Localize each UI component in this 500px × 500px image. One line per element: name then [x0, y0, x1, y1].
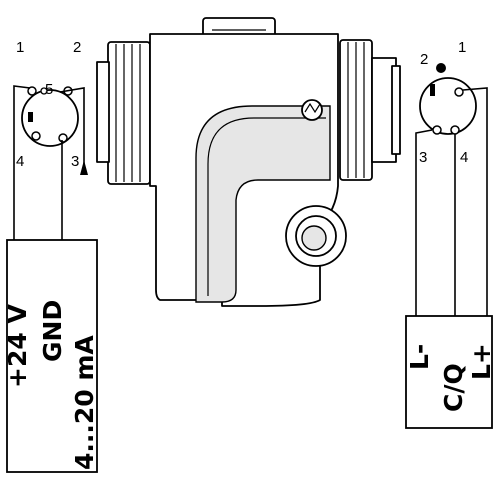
- terminal-c-q: C/Q: [439, 363, 468, 412]
- left-wires: [13, 85, 88, 240]
- left-pin-3: [58, 133, 68, 143]
- terminal-plus-24v: +24 V: [3, 304, 32, 388]
- right-pin-3: [432, 125, 442, 135]
- right-terminal-box: [405, 315, 493, 429]
- left-pin-2-label: 2: [73, 39, 81, 56]
- left-terminal-box: [6, 239, 98, 473]
- right-pin-4-label: 4: [460, 149, 468, 166]
- left-pin-3-label: 3: [71, 153, 79, 170]
- terminal-l-minus: L-: [405, 344, 434, 370]
- terminal-l-plus: L+: [467, 343, 496, 380]
- left-pin-1-label: 1: [16, 39, 24, 56]
- right-pin-2: [436, 63, 446, 73]
- left-pin-5-label: 5: [45, 81, 53, 98]
- left-pin-5: [40, 87, 48, 95]
- left-pin-4-label: 4: [16, 153, 24, 170]
- right-pin-1-label: 1: [458, 39, 466, 56]
- terminal-gnd: GND: [38, 300, 67, 362]
- right-pin-4: [450, 125, 460, 135]
- adapter-device: [96, 17, 401, 307]
- right-pin-3-label: 3: [419, 149, 427, 166]
- right-pin-2-label: 2: [420, 51, 428, 68]
- right-pin-1: [454, 87, 464, 97]
- right-connector-face: [419, 63, 477, 135]
- terminal-4-20ma: 4...20 mA: [70, 335, 99, 470]
- right-wires: [415, 87, 488, 316]
- left-pin-4: [31, 131, 41, 141]
- signal-arrow-icon: [80, 160, 88, 175]
- left-connector-face: [21, 86, 79, 147]
- left-pin-1: [27, 86, 37, 96]
